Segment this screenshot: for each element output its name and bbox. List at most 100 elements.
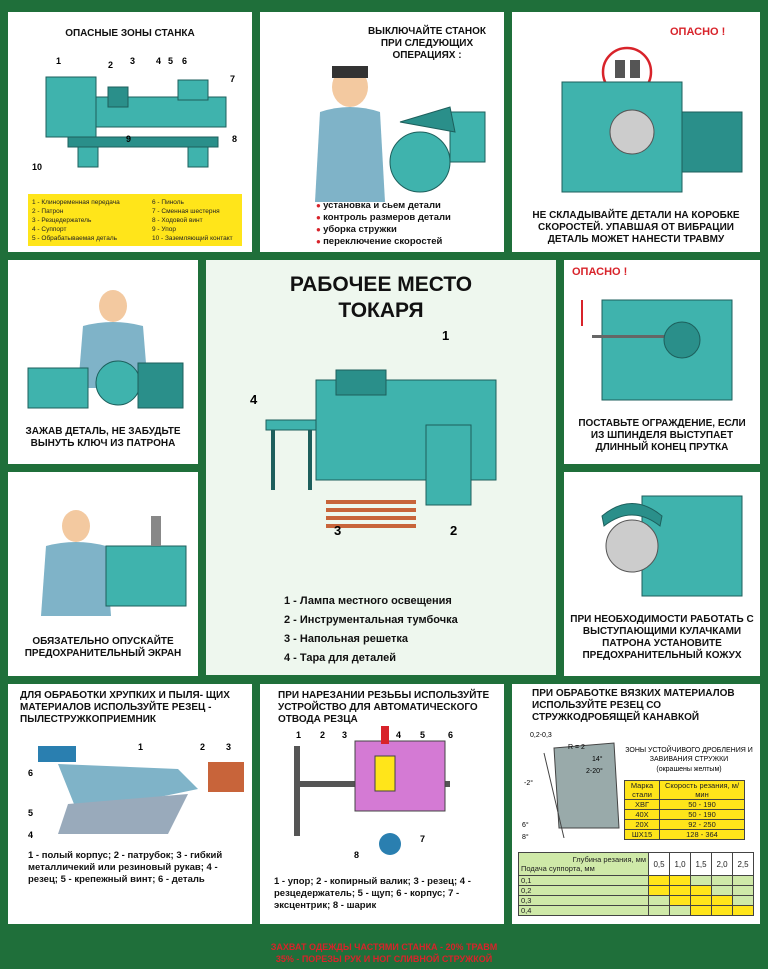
- cutter-marker-4: 4: [28, 830, 34, 840]
- footer-stat-1: ЗАХВАТ ОДЕЖДЫ ЧАСТЯМИ СТАНКА - 20% ТРАВМ: [270, 942, 498, 952]
- panel-title: ВЫКЛЮЧАЙТЕ СТАНОК ПРИ СЛЕДУЮЩИХ ОПЕРАЦИЯ…: [367, 26, 487, 61]
- list-item: контроль размеров детали: [316, 212, 451, 224]
- footer-stat-2: 35% - ПОРЕЗЫ РУК И НОГ СЛИВНОЙ СТРУЖКОЙ: [275, 954, 493, 964]
- cutter-legend: 1 - полый корпус; 2 - патрубок; 3 - гибк…: [28, 850, 223, 885]
- legend-item: 5 - Обрабатываемая деталь: [32, 235, 118, 242]
- title-line-1: РАБОЧЕЕ МЕСТО: [289, 273, 473, 296]
- table-header: 1,0: [669, 852, 691, 876]
- thread-marker-7: 7: [420, 834, 426, 844]
- thread-device-illustration: [294, 726, 450, 855]
- list-item: переключение скоростей: [316, 236, 451, 248]
- table-row: 0,1: [518, 875, 754, 886]
- table-row: 0,2: [518, 885, 754, 896]
- dim-2: R = 2: [568, 744, 585, 751]
- panel-title: ОПАСНЫЕ ЗОНЫ СТАНКА: [65, 28, 195, 39]
- table-header: 0,5: [648, 852, 670, 876]
- table-header: Скорость резания, м/мин: [659, 780, 745, 800]
- legend-item: 10 - Заземляющий контакт: [152, 235, 233, 242]
- list-item: уборка стружки: [316, 224, 451, 236]
- dim-5: -2°: [524, 780, 534, 787]
- guard-illustration: [581, 299, 733, 401]
- lathe-illustration: [45, 76, 227, 168]
- panel-danger-zones: ОПАСНЫЕ ЗОНЫ СТАНКА 1 2 3 4 5 6 7 8 9 10…: [8, 12, 252, 252]
- table-row: 0,4: [518, 905, 754, 916]
- zone-marker-6: 6: [182, 56, 188, 66]
- zone-marker-8: 8: [232, 134, 238, 144]
- cutter-marker-6: 6: [28, 768, 34, 778]
- table-header: 1,5: [690, 852, 712, 876]
- table-row: 0,3: [518, 895, 754, 906]
- panel-caption: НЕ СКЛАДЫВАЙТЕ ДЕТАЛИ НА КОРОБКЕ СКОРОСТ…: [532, 210, 740, 245]
- thread-marker-2: 2: [320, 730, 326, 740]
- panel-viscous: ПРИ ОБРАБОТКЕ ВЯЗКИХ МАТЕРИАЛОВ ИСПОЛЬЗУ…: [512, 684, 760, 924]
- panel-safety-screen: ОБЯЗАТЕЛЬНО ОПУСКАЙТЕ ПРЕДОХРАНИТЕЛЬНЫЙ …: [8, 472, 198, 676]
- marker-1: 1: [442, 328, 450, 343]
- panel-caption: ПОСТАВЬТЕ ОГРАЖДЕНИЕ, ЕСЛИ ИЗ ШПИНДЕЛЯ В…: [578, 418, 746, 453]
- thread-marker-8: 8: [354, 850, 360, 860]
- cutter-marker-3: 3: [226, 742, 232, 752]
- table-cell: ШХ15: [624, 829, 660, 840]
- thread-marker-3: 3: [342, 730, 348, 740]
- screen-illustration: [41, 510, 187, 616]
- cover-illustration: [601, 495, 743, 597]
- panel-gearbox: ОПАСНО ! НЕ СКЛАДЫВАЙТЕ ДЕТАЛИ НА КОРОБК…: [512, 12, 760, 252]
- legend-item: 3 - Напольная решетка: [284, 633, 409, 645]
- zones-note: (окрашены желтым): [656, 766, 722, 773]
- panel-workplace: РАБОЧЕЕ МЕСТО ТОКАРЯ 1 4 3 2 1 - Лампа м…: [206, 260, 556, 675]
- corner-bottom-label: Подача суппорта, мм: [521, 864, 595, 873]
- danger-label: ОПАСНО !: [572, 266, 628, 278]
- workplace-illustration: [265, 369, 497, 528]
- operations-list: установка и сьем детали контроль размеро…: [316, 200, 451, 248]
- table-header: 2,5: [732, 852, 754, 876]
- legend-item: 2 - Патрон: [32, 208, 64, 215]
- marker-3: 3: [334, 523, 342, 538]
- legend-item: 1 - Лампа местного освещения: [284, 595, 452, 607]
- page-title: РАБОЧЕЕ МЕСТО ТОКАРЯ: [206, 272, 556, 324]
- depth-table: Глубина резания, мм Подача суппорта, мм …: [518, 852, 754, 916]
- panel-stop-machine: ВЫКЛЮЧАЙТЕ СТАНОК ПРИ СЛЕДУЮЩИХ ОПЕРАЦИЯ…: [260, 12, 504, 252]
- panel-cover: ПРИ НЕОБХОДИМОСТИ РАБОТАТЬ С ВЫСТУПАЮЩИМ…: [564, 472, 760, 676]
- table-cell: 0,3: [518, 895, 649, 906]
- table-corner: Глубина резания, мм Подача суппорта, мм: [518, 852, 649, 876]
- table-cell: 40Х: [624, 809, 660, 820]
- legend-item: 4 - Тара для деталей: [284, 652, 396, 664]
- zone-marker-7: 7: [230, 74, 236, 84]
- corner-top-label: Глубина резания, мм: [572, 855, 646, 864]
- panel-caption: ОБЯЗАТЕЛЬНО ОПУСКАЙТЕ ПРЕДОХРАНИТЕЛЬНЫЙ …: [24, 636, 182, 659]
- zone-marker-10: 10: [32, 162, 43, 172]
- table-cell: 20Х: [624, 819, 660, 830]
- zone-marker-3: 3: [130, 56, 136, 66]
- zone-marker-2: 2: [108, 60, 114, 70]
- panel-caption: ПРИ НЕОБХОДИМОСТИ РАБОТАТЬ С ВЫСТУПАЮЩИМ…: [570, 614, 754, 661]
- table-cell: ХВГ: [624, 799, 660, 810]
- table-cell: 50 - 190: [659, 809, 745, 820]
- dim-4: 2-20°: [586, 768, 603, 775]
- panel-title: ДЛЯ ОБРАБОТКИ ХРУПКИХ И ПЫЛЯ- ЩИХ МАТЕРИ…: [20, 690, 230, 725]
- thread-legend: 1 - упор; 2 - копирный валик; 3 - резец;…: [274, 876, 471, 911]
- legend-item: 1 - Клиноременная передача: [32, 199, 120, 206]
- legend-item: 3 - Резцедержатель: [32, 217, 92, 224]
- panel-thread: ПРИ НАРЕЗАНИИ РЕЗЬБЫ ИСПОЛЬЗУЙТЕ УСТРОЙС…: [260, 684, 504, 924]
- zones-title: ЗОНЫ УСТОЙЧИВОГО ДРОБЛЕНИЯ И ЗАВИВАНИЯ С…: [625, 747, 753, 763]
- cutter-marker-1: 1: [138, 742, 144, 752]
- legend-item: 4 - Суппорт: [32, 226, 67, 233]
- cutter-profile-illustration: [543, 742, 620, 838]
- zone-marker-5: 5: [168, 56, 174, 66]
- danger-label: ОПАСНО !: [670, 26, 726, 38]
- panel-chuck-key: ЗАЖАВ ДЕТАЛЬ, НЕ ЗАБУДЬТЕ ВЫНУТЬ КЛЮЧ ИЗ…: [8, 260, 198, 464]
- panel-title: ПРИ НАРЕЗАНИИ РЕЗЬБЫ ИСПОЛЬЗУЙТЕ УСТРОЙС…: [278, 690, 490, 725]
- cutter-marker-5: 5: [28, 808, 34, 818]
- panel-title: ПРИ ОБРАБОТКЕ ВЯЗКИХ МАТЕРИАЛОВ ИСПОЛЬЗУ…: [532, 688, 735, 723]
- marker-4: 4: [250, 392, 258, 407]
- legend-item: 2 - Инструментальная тумбочка: [284, 614, 458, 626]
- table-header: 2,0: [711, 852, 733, 876]
- cutter-illustration: [38, 746, 244, 834]
- dim-3: 14°: [592, 756, 603, 763]
- dim-6: 6°: [522, 822, 529, 829]
- panel-brittle: ДЛЯ ОБРАБОТКИ ХРУПКИХ И ПЫЛЯ- ЩИХ МАТЕРИ…: [8, 684, 252, 924]
- zone-marker-9: 9: [126, 134, 132, 144]
